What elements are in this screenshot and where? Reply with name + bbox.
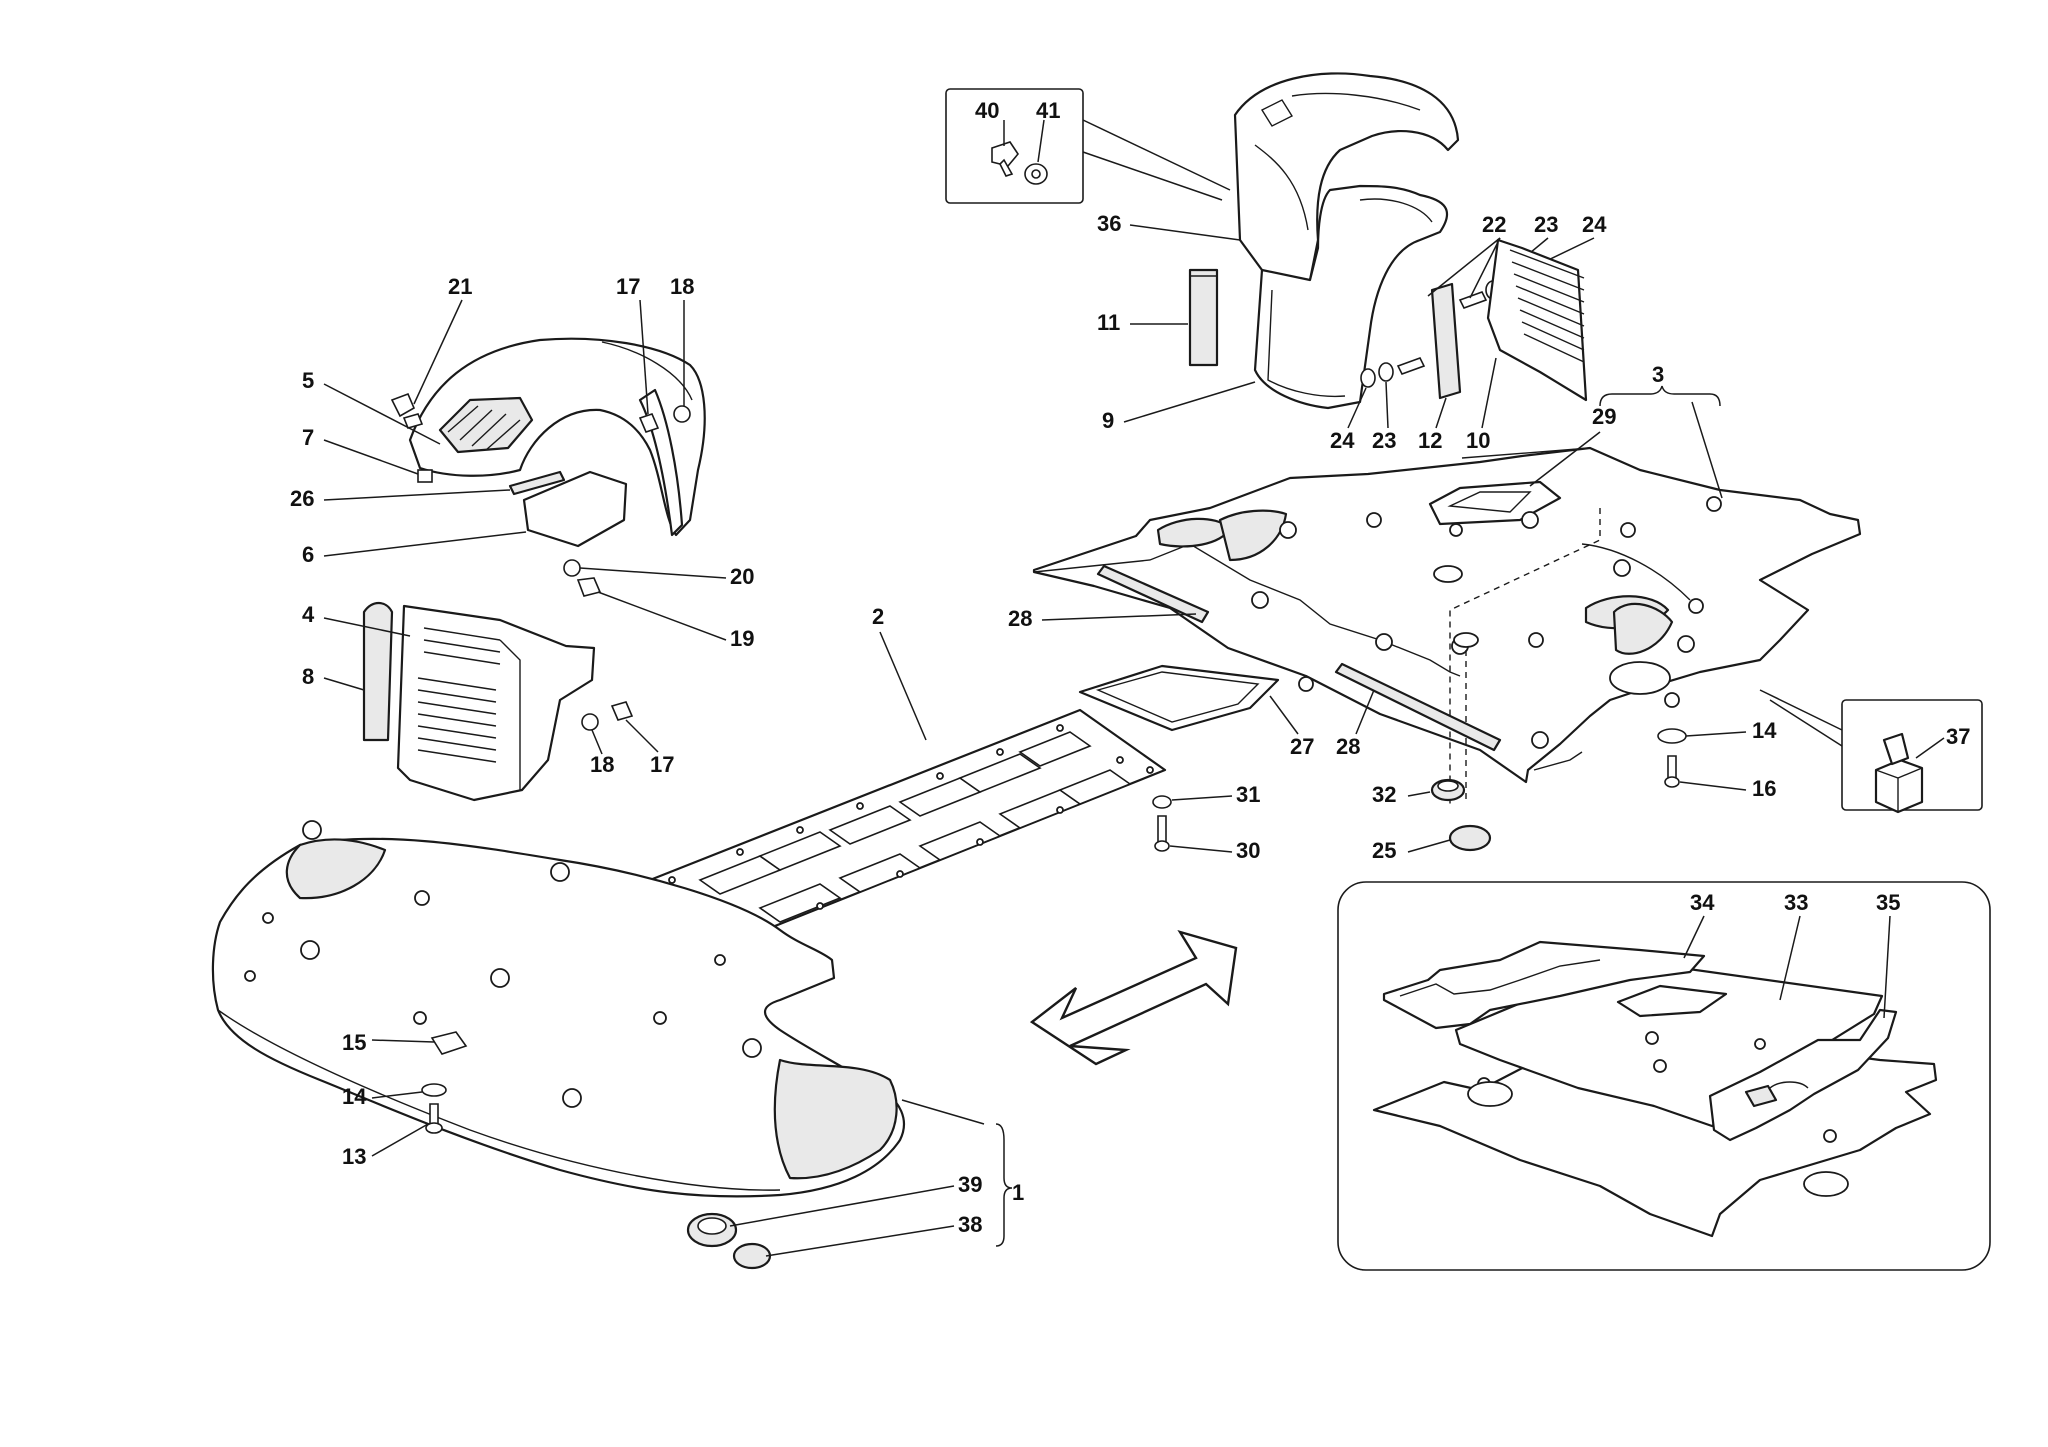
- inset-37: 37: [1841, 699, 1983, 814]
- callout-5: 5: [302, 368, 314, 393]
- fastener-group-lower: [1360, 357, 1426, 388]
- cover-plate-27: [1078, 664, 1280, 732]
- callout-23a: 23: [1372, 428, 1396, 453]
- callout-31: 31: [1236, 782, 1260, 807]
- callout-21: 21: [448, 274, 472, 299]
- callout-34: 34: [1690, 890, 1715, 915]
- brace-3: [1599, 385, 1721, 407]
- callout-35: 35: [1876, 890, 1900, 915]
- callout-24a: 24: [1330, 428, 1355, 453]
- callout-22: 22: [1482, 212, 1506, 237]
- front-undertray-1: [211, 820, 905, 1198]
- callout-13: 13: [342, 1144, 366, 1169]
- seal-strip-28-upper: [1096, 564, 1210, 624]
- washer-bolt-13-14-front: [421, 1083, 447, 1134]
- callout-20: 20: [730, 564, 754, 589]
- seal-strip-28-lower: [1334, 662, 1502, 752]
- callout-28a: 28: [1008, 606, 1032, 631]
- callout-26: 26: [290, 486, 314, 511]
- callout-17a: 17: [616, 274, 640, 299]
- callout-18b: 18: [590, 752, 614, 777]
- callout-15: 15: [342, 1030, 366, 1055]
- center-panel-2: [648, 708, 1167, 944]
- callout-19: 19: [730, 626, 754, 651]
- callout-16: 16: [1752, 776, 1776, 801]
- washer-41: [1024, 163, 1048, 185]
- callout-8: 8: [302, 664, 314, 689]
- grommet-32: [1430, 778, 1466, 802]
- callout-41: 41: [1036, 98, 1060, 123]
- fastener-17-18-lower: [581, 701, 634, 731]
- dashed-alignment-line: [1449, 508, 1601, 806]
- bracket-15: [430, 1031, 468, 1055]
- callout-14b: 14: [1752, 718, 1777, 743]
- clip-21: [390, 392, 424, 429]
- inset-40-41: 40 41: [945, 88, 1231, 204]
- callout-10: 10: [1466, 428, 1490, 453]
- callout-18a: 18: [670, 274, 694, 299]
- callout-12: 12: [1418, 428, 1442, 453]
- callout-2: 2: [872, 604, 884, 629]
- callout-24b: 24: [1582, 212, 1607, 237]
- callout-39: 39: [958, 1172, 982, 1197]
- grommet-38: [732, 1242, 772, 1270]
- callout-32: 32: [1372, 782, 1396, 807]
- seal-strip-26: [508, 470, 566, 496]
- callout-40: 40: [975, 98, 999, 123]
- callout-1: 1: [1012, 1180, 1024, 1205]
- front-wheelarch-liner: [408, 337, 706, 537]
- callout-37: 37: [1946, 724, 1970, 749]
- seal-strip-11: [1188, 268, 1219, 367]
- seal-strip-12: [1430, 282, 1462, 400]
- inset-33-34-35: [1337, 881, 1991, 1271]
- rear-wheelarch-liner-36: [1233, 72, 1460, 284]
- callout-36: 36: [1097, 211, 1121, 236]
- callout-23b: 23: [1534, 212, 1558, 237]
- callout-4: 4: [302, 602, 315, 627]
- grommet-39: [686, 1212, 738, 1248]
- callout-17b: 17: [650, 752, 674, 777]
- washer-bolt-14-16-rear: [1657, 728, 1687, 788]
- cover-panel-6: [522, 470, 628, 548]
- clip-fastener-40: [991, 141, 1019, 177]
- callout-3: 3: [1652, 362, 1664, 387]
- rear-wheelarch-liner-9: [1253, 184, 1449, 410]
- grommet-25: [1448, 824, 1492, 852]
- callout-28b: 28: [1336, 734, 1360, 759]
- callout-9: 9: [1102, 408, 1114, 433]
- callout-14a: 14: [342, 1084, 367, 1109]
- callout-29: 29: [1592, 404, 1616, 429]
- underfloor-panel-3: [1032, 446, 1862, 784]
- rear-grille-10: [1486, 238, 1588, 402]
- callout-11: 11: [1097, 310, 1120, 335]
- direction-arrow: [1029, 929, 1238, 1066]
- seal-strip-8: [362, 601, 394, 742]
- callout-38: 38: [958, 1212, 982, 1237]
- fastener-19-20: [563, 559, 602, 597]
- side-grille-4: [396, 604, 596, 802]
- callout-7: 7: [302, 425, 314, 450]
- clip-7: [417, 469, 433, 483]
- fastener-17-18-upper: [638, 405, 691, 433]
- callout-25: 25: [1372, 838, 1396, 863]
- callout-27: 27: [1290, 734, 1314, 759]
- fastener-30-31: [1152, 795, 1172, 852]
- callout-30: 30: [1236, 838, 1260, 863]
- callout-33: 33: [1784, 890, 1808, 915]
- callout-6: 6: [302, 542, 314, 567]
